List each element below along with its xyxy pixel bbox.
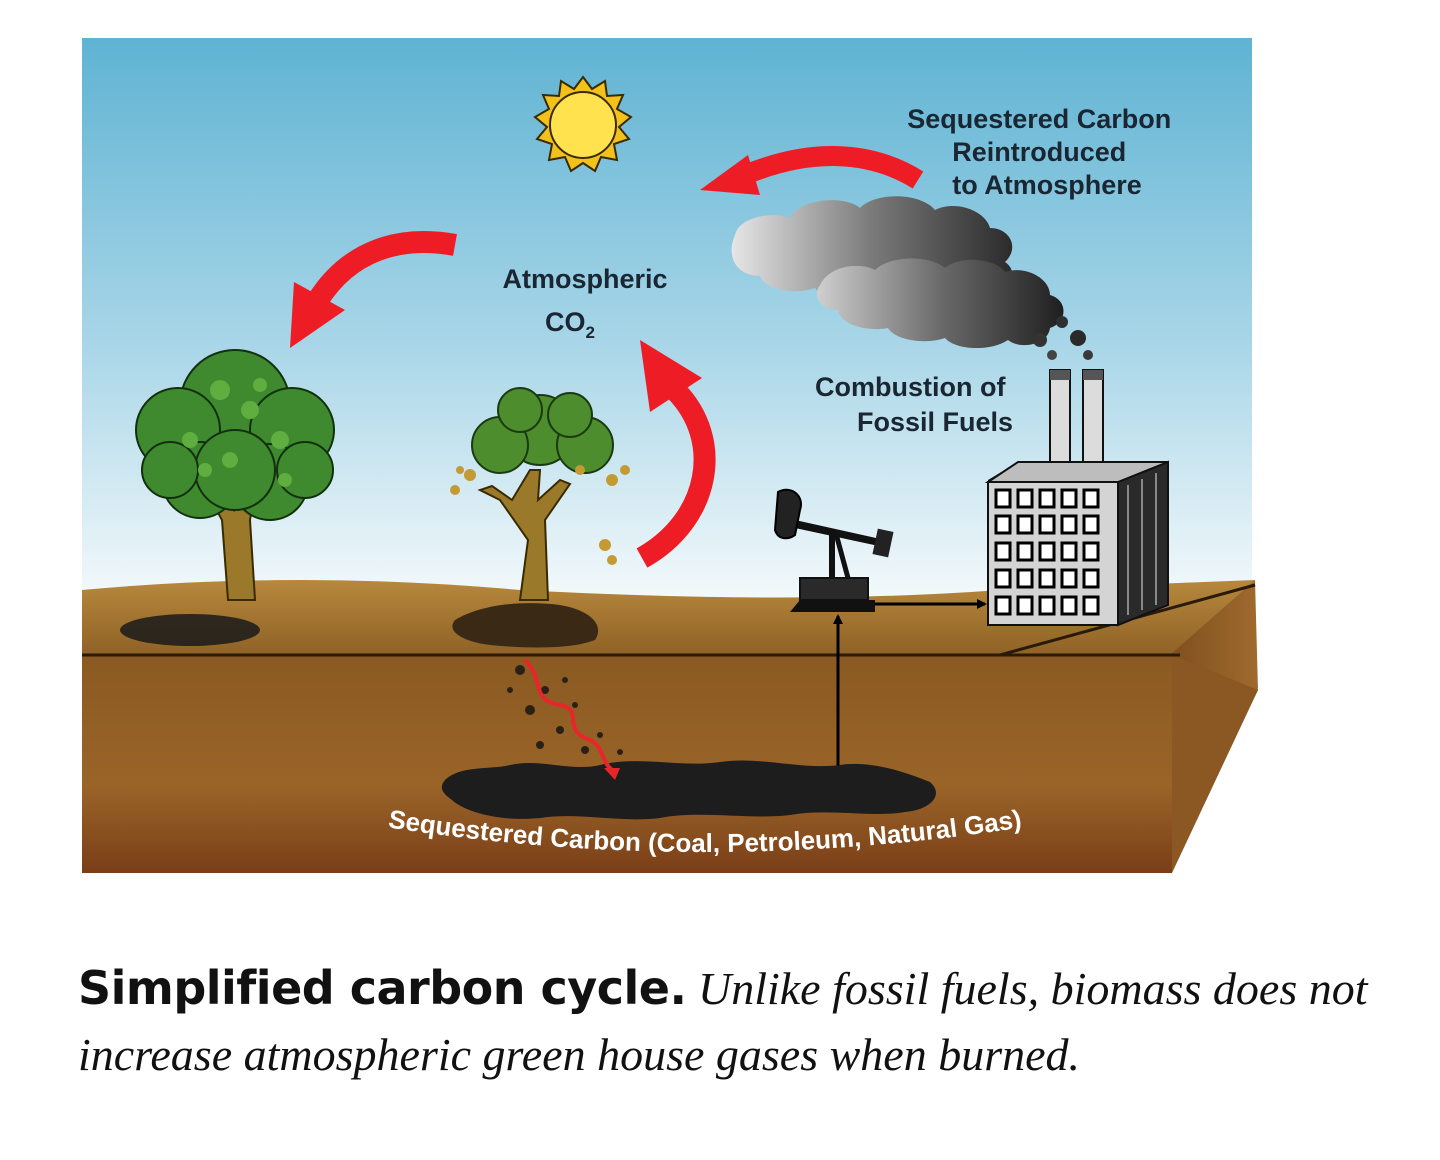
caption-title: Simplified carbon cycle. (78, 961, 687, 1015)
figure-caption: Simplified carbon cycle. Unlike fossil f… (78, 955, 1418, 1088)
pipeline-arrows (833, 599, 987, 770)
label-combustion-line-1: Combustion of (815, 372, 1006, 402)
label-sequestered-line-1: Sequestered Carbon (907, 104, 1171, 134)
label-co2-base: CO (545, 307, 586, 337)
label-combustion: Combustion of Fossil Fuels (815, 372, 1013, 437)
carbon-flow-arrowhead (604, 768, 620, 780)
carbon-flow-line (523, 658, 614, 772)
label-atmospheric: Atmospheric (502, 264, 667, 294)
carbon-deposit (441, 760, 936, 820)
label-co2: CO2 (545, 307, 595, 342)
label-sequestered-line-2: Reintroduced (952, 137, 1126, 167)
oil-pump (773, 488, 894, 612)
smoke-cloud (731, 196, 1093, 360)
label-sequestered-reintroduced: Sequestered Carbon Reintroduced to Atmos… (907, 104, 1179, 200)
factory (984, 369, 1169, 627)
arrow-atmosphere-to-tree (290, 231, 457, 348)
arrow-tree-to-atmosphere (636, 340, 716, 568)
healthy-tree-icon (120, 349, 335, 646)
arrow-reintroduced-to-atmosphere (700, 146, 924, 195)
ground (82, 580, 1258, 873)
carbon-cycle-diagram: Sequestered Carbon Reintroduced to Atmos… (82, 38, 1258, 873)
dying-tree-icon (450, 387, 630, 601)
label-sequestered-line-3: to Atmosphere (952, 170, 1142, 200)
decomposing-matter (452, 603, 623, 755)
sun-icon (533, 75, 633, 173)
label-combustion-line-2: Fossil Fuels (857, 407, 1013, 437)
caption-text: Unlike fossil fuels, biomass does not in… (78, 963, 1368, 1080)
label-co2-subscript: 2 (586, 323, 595, 342)
